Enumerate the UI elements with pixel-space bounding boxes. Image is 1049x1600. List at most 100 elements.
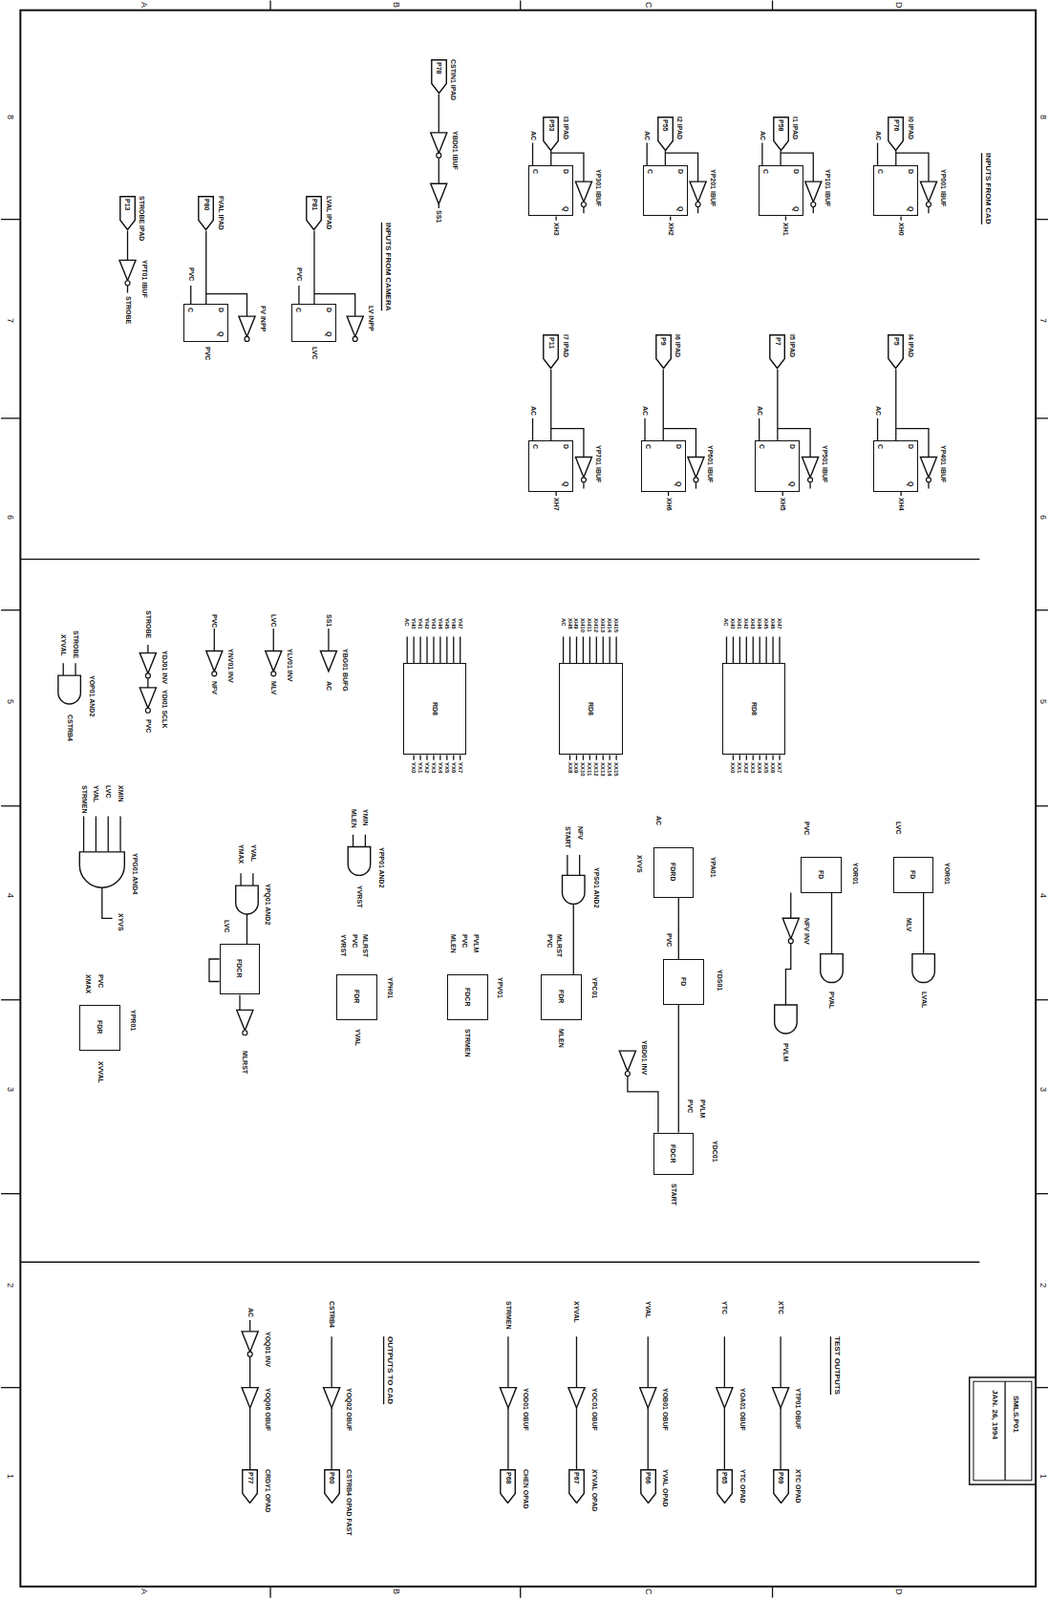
register: RD8	[558, 663, 622, 755]
pin-label: P5	[892, 337, 900, 346]
signal-name: STROBE	[144, 610, 152, 639]
signal-name: XH1	[782, 222, 791, 236]
buf-gate-symbol	[772, 1388, 790, 1409]
signal-name: YBD01 IBUF	[451, 130, 460, 171]
pin-label: D	[674, 444, 683, 450]
wire-connector	[678, 898, 680, 960]
wire	[330, 1336, 332, 1388]
inv-gate-symbol	[139, 687, 156, 713]
gate-body	[575, 457, 592, 478]
signal-name: PVLM	[782, 1043, 791, 1062]
and-gate-symbol	[912, 954, 935, 984]
grid-reference: D	[893, 1588, 902, 1596]
gate-body	[805, 181, 822, 202]
pin-label: FDR	[556, 989, 565, 1004]
signal-name: XH9	[573, 618, 579, 630]
wire	[209, 959, 220, 982]
signal-name: YH2	[424, 618, 430, 630]
wire	[779, 1408, 781, 1470]
pin-label: P80	[202, 198, 211, 211]
signal-name: YDI01 SCLK	[160, 689, 169, 728]
signal-name: XH7	[776, 618, 783, 630]
signal-name: LVC	[222, 920, 231, 933]
wire	[813, 207, 814, 214]
wire	[406, 636, 408, 664]
signal-name: XX8	[567, 762, 574, 773]
zone-tick	[771, 1586, 773, 1599]
io-pad: P53	[542, 116, 559, 151]
gate-body	[430, 183, 448, 204]
signal-name: YOP01 AND2	[87, 675, 96, 717]
wire-connector	[313, 230, 315, 304]
gate-body	[499, 1388, 516, 1409]
wire	[732, 636, 734, 664]
pin-label: C	[643, 444, 652, 450]
flip-flop: FDCR	[219, 943, 261, 995]
gate-body	[119, 259, 136, 280]
signal-name: YVRST	[355, 885, 364, 908]
wire	[439, 754, 441, 760]
signal-name: YVAL	[643, 1301, 652, 1319]
flip-flop: CDQ	[528, 440, 574, 492]
grid-reference: 8	[1038, 114, 1048, 120]
zone-tick	[269, 1586, 271, 1599]
pin-label: D	[789, 444, 797, 450]
title-block	[973, 1381, 1032, 1481]
wire	[809, 482, 811, 489]
pin-label: C	[758, 444, 767, 450]
wire-connector	[779, 150, 781, 166]
pin-label: P68	[504, 1472, 513, 1484]
signal-name: SS1	[324, 614, 333, 627]
signal-name: I0 IPAD	[906, 116, 915, 140]
signal-name: YPH01	[385, 977, 394, 999]
signal-name: AC	[874, 406, 882, 416]
signal-name: YOQ01 INV	[263, 1331, 272, 1368]
pin-label: D	[906, 169, 915, 174]
pin-label: P65	[720, 1472, 728, 1484]
signal-name: YDJ01 INV	[160, 650, 169, 685]
flip-flop: FD	[893, 856, 935, 893]
and-gate-symbol	[820, 954, 843, 984]
gate-body	[562, 875, 585, 904]
inversion-bubble	[271, 671, 277, 677]
pin-label: C	[876, 169, 884, 174]
signal-name: XX11	[586, 762, 593, 776]
signal-name: AC	[874, 130, 882, 141]
signal-name: XH12	[593, 618, 600, 633]
signal-name: YDC01	[710, 1140, 719, 1163]
and-gate-symbol	[562, 875, 585, 904]
gate-body	[323, 1388, 341, 1409]
signal-name: STRMEN	[80, 785, 88, 814]
signal-name: XX10	[579, 762, 586, 777]
zone-tick	[519, 1586, 521, 1599]
wire	[459, 636, 461, 664]
wire	[562, 636, 564, 664]
flip-flop: CDQ	[873, 440, 919, 492]
gate-body	[139, 653, 156, 674]
zone-tick	[771, 0, 773, 11]
gate-body	[265, 650, 282, 671]
signal-name: YTC	[721, 1301, 729, 1315]
wire	[778, 754, 780, 760]
section-divider	[20, 558, 980, 560]
buf-gate-symbol	[716, 1388, 733, 1409]
inversion-bubble	[212, 671, 217, 677]
wire	[452, 636, 454, 664]
wire	[246, 914, 248, 944]
signal-name: YLV01 INV	[285, 648, 294, 683]
zone-tick	[1035, 1193, 1049, 1195]
pad-outline	[772, 1470, 788, 1504]
wire	[922, 893, 924, 955]
wire	[74, 663, 76, 676]
signal-name: YVAL	[92, 785, 101, 803]
pin-label: Q	[561, 481, 570, 487]
wire	[647, 1336, 649, 1388]
signal-name: YX7	[457, 762, 464, 773]
wire	[726, 636, 728, 664]
io-pad: P69	[772, 1469, 790, 1504]
grid-reference: 7	[1038, 318, 1048, 323]
signal-name: PVAL	[828, 991, 836, 1009]
signal-name: XH8	[567, 618, 574, 630]
signal-name: XH13	[599, 618, 606, 633]
